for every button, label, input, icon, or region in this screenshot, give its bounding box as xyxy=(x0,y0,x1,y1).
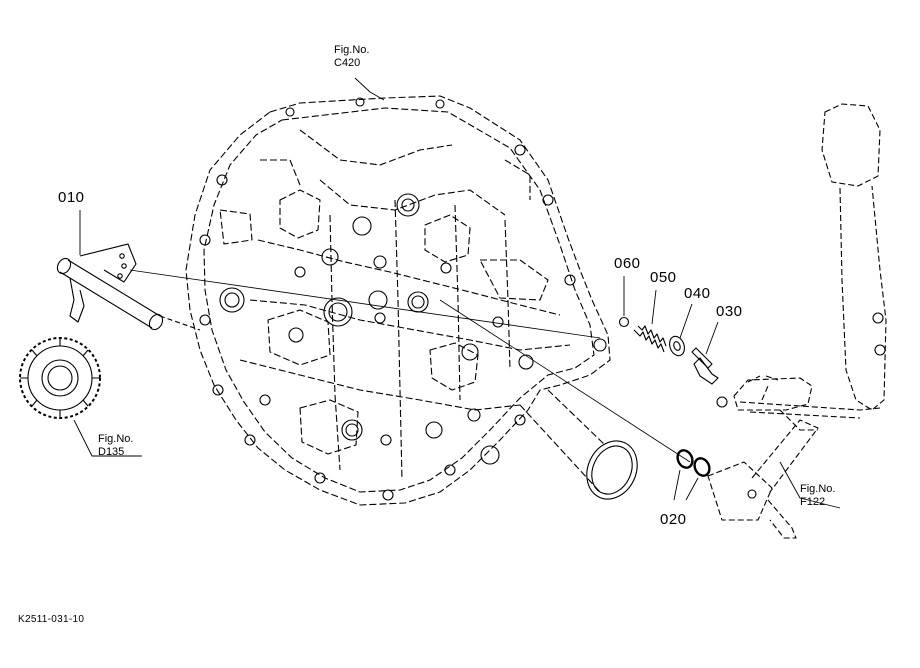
lever-assembly xyxy=(707,103,887,539)
fig-ref-d135: Fig.No. D135 xyxy=(98,433,133,459)
part-label-060: 060 xyxy=(614,255,641,272)
gear xyxy=(19,337,101,419)
part-050-spring xyxy=(633,325,667,353)
axis-lines xyxy=(129,269,691,463)
fig-ref-d135-code: D135 xyxy=(98,446,125,458)
lever-bosses xyxy=(716,312,886,499)
drawing-code: K2511-031-10 xyxy=(18,614,85,625)
fig-ref-f122: Fig.No. F122 xyxy=(800,483,835,509)
part-060-ball xyxy=(618,316,630,328)
part-label-010: 010 xyxy=(58,189,85,206)
fig-ref-f122-code: F122 xyxy=(800,496,826,508)
axle-sleeve xyxy=(519,389,606,493)
part-040-washer xyxy=(669,335,685,357)
part-label-040: 040 xyxy=(684,285,711,302)
sleeve-end xyxy=(586,440,638,500)
part-010-shift-rod xyxy=(56,243,201,331)
fig-ref-f122-label: Fig.No. xyxy=(800,483,836,495)
housing-bolt-holes xyxy=(199,97,607,501)
leader-lines xyxy=(73,77,841,509)
part-label-030: 030 xyxy=(716,303,743,320)
fig-ref-c420-label: Fig.No. xyxy=(334,44,370,56)
fig-ref-c420: Fig.No. C420 xyxy=(334,44,369,70)
fig-ref-c420-code: C420 xyxy=(334,57,361,69)
part-030-plug-bolt xyxy=(691,347,719,385)
part-020-o-rings xyxy=(676,449,711,477)
fig-ref-d135-label: Fig.No. xyxy=(98,433,134,445)
part-label-050: 050 xyxy=(650,269,677,286)
part-label-020: 020 xyxy=(660,511,687,528)
transmission-housing xyxy=(185,95,611,506)
